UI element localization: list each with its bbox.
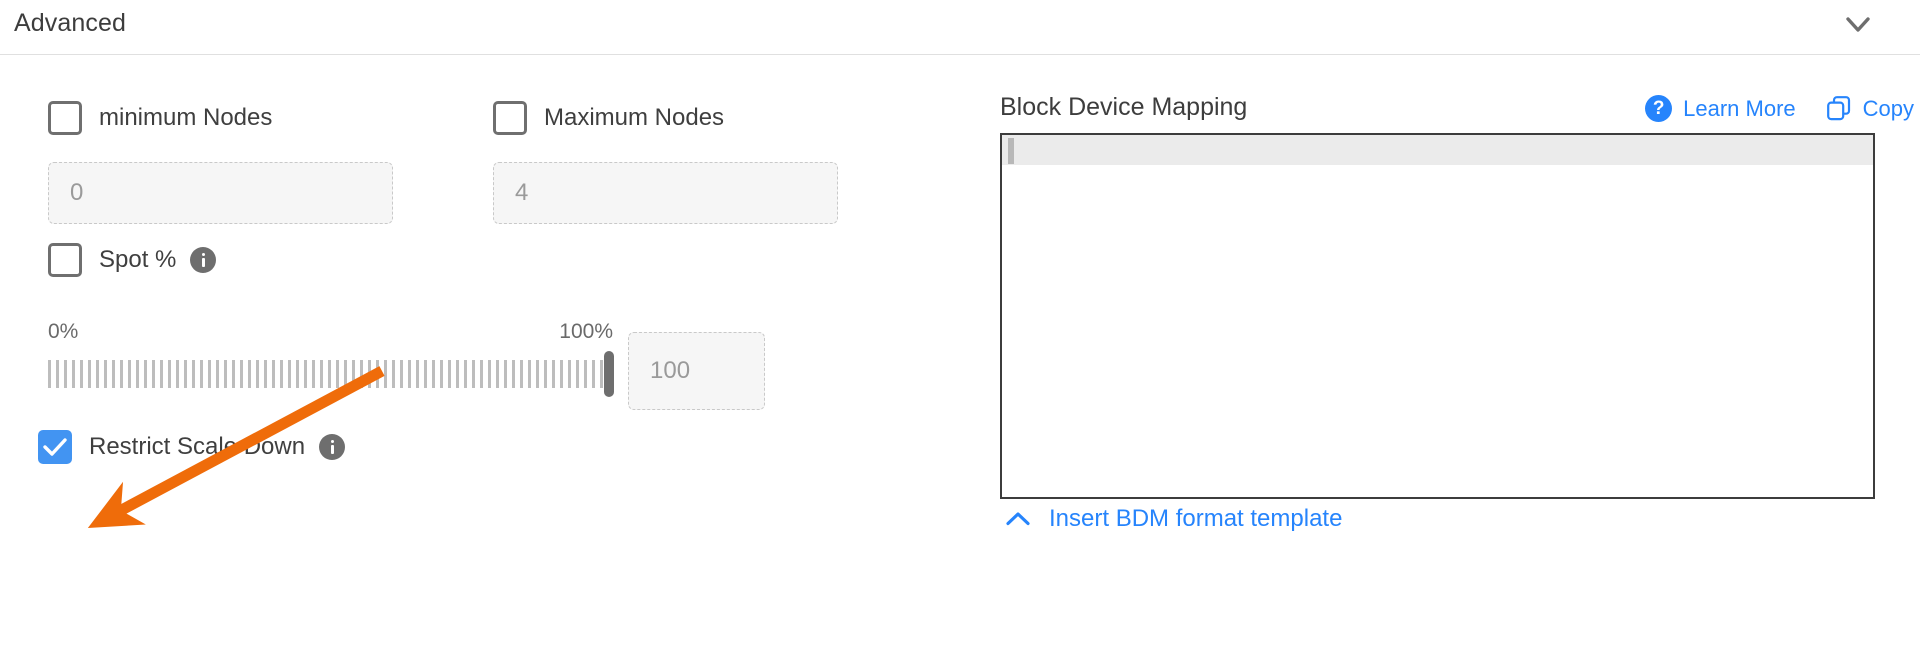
copy-link[interactable]: Copy bbox=[1826, 95, 1914, 122]
spot-percent-row: Spot % bbox=[48, 243, 217, 277]
editor-caret bbox=[1008, 138, 1014, 164]
max-nodes-label: Maximum Nodes bbox=[544, 104, 725, 131]
slider-min-label: 0% bbox=[48, 320, 79, 343]
spot-percent-slider-group: 0% 100% bbox=[48, 320, 614, 400]
block-device-mapping-actions: ? Learn More Copy bbox=[1645, 95, 1914, 122]
min-nodes-input[interactable]: 0 bbox=[48, 162, 393, 224]
min-nodes-input-placeholder: 0 bbox=[70, 179, 84, 206]
restrict-scale-down-checkbox[interactable] bbox=[38, 430, 72, 464]
learn-more-link[interactable]: ? Learn More bbox=[1645, 95, 1796, 122]
restrict-scale-down-row: Restrict Scale Down bbox=[38, 430, 346, 464]
max-nodes-checkbox[interactable] bbox=[493, 101, 527, 135]
learn-more-label: Learn More bbox=[1683, 95, 1796, 121]
spot-percent-slider-track[interactable] bbox=[48, 360, 613, 388]
min-nodes-label: minimum Nodes bbox=[99, 104, 273, 131]
left-column: minimum Nodes 0 Maximum Nodes 4 Spot % 0… bbox=[0, 55, 960, 656]
header-divider bbox=[0, 54, 1920, 55]
editor-active-line bbox=[1002, 135, 1873, 165]
copy-label: Copy bbox=[1862, 95, 1914, 121]
block-device-mapping-title: Block Device Mapping bbox=[1000, 93, 1248, 121]
min-nodes-row: minimum Nodes bbox=[48, 101, 272, 135]
spot-percent-label: Spot % bbox=[99, 246, 177, 273]
restrict-scale-down-label: Restrict Scale Down bbox=[89, 433, 306, 460]
chevron-down-icon[interactable] bbox=[1838, 8, 1878, 42]
spot-percent-info-icon[interactable] bbox=[190, 247, 217, 273]
max-nodes-input[interactable]: 4 bbox=[493, 162, 838, 224]
spot-percent-slider-thumb[interactable] bbox=[604, 351, 614, 397]
page-title: Advanced bbox=[14, 9, 126, 37]
right-column: Block Device Mapping ? Learn More Copy bbox=[960, 55, 1920, 656]
section-header: Advanced bbox=[0, 0, 1920, 55]
block-device-mapping-editor[interactable] bbox=[1000, 133, 1875, 499]
spot-percent-checkbox[interactable] bbox=[48, 243, 82, 277]
max-nodes-input-placeholder: 4 bbox=[515, 179, 529, 206]
chevron-up-icon bbox=[1005, 511, 1031, 527]
restrict-scale-down-info-icon[interactable] bbox=[319, 434, 346, 460]
insert-bdm-format-template-link[interactable]: Insert BDM format template bbox=[1005, 505, 1342, 533]
question-mark-circle-icon: ? bbox=[1645, 95, 1673, 122]
max-nodes-row: Maximum Nodes bbox=[493, 101, 724, 135]
copy-icon bbox=[1826, 95, 1852, 122]
slider-max-label: 100% bbox=[559, 320, 613, 343]
insert-bdm-format-template-label: Insert BDM format template bbox=[1049, 505, 1343, 532]
spot-percent-value-input[interactable]: 100 bbox=[628, 332, 765, 410]
spot-percent-value-placeholder: 100 bbox=[650, 357, 691, 384]
min-nodes-checkbox[interactable] bbox=[48, 101, 82, 135]
